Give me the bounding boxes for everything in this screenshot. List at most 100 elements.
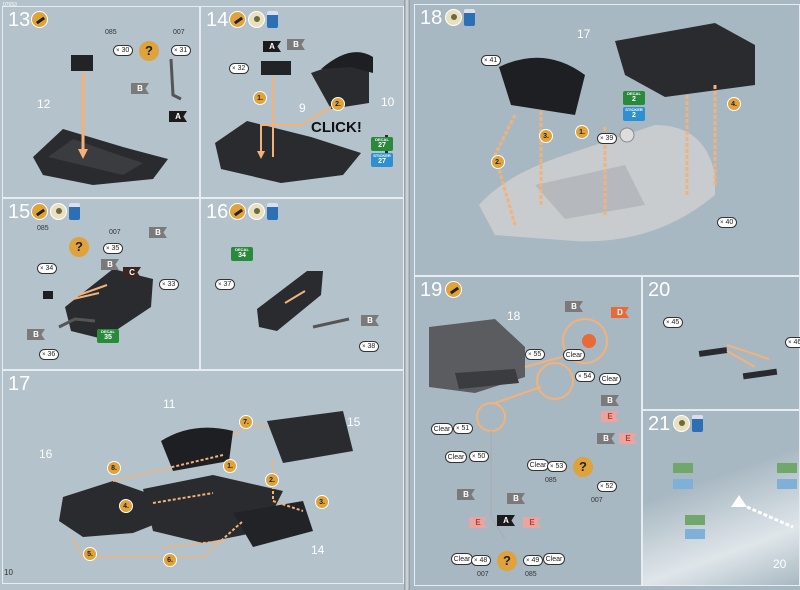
paint-jar-icon <box>692 415 703 432</box>
step-15-drawing <box>43 269 153 339</box>
color-flag-e-2: E <box>619 433 637 444</box>
paint-icon <box>248 11 265 28</box>
ref-007: 007 <box>591 497 603 504</box>
ref-085: 085 <box>37 225 49 232</box>
color-flag-b: B <box>565 301 583 312</box>
color-flag-c: C <box>123 267 141 278</box>
order-badge-2: 2. <box>265 473 279 487</box>
clear-marker-6: Clear <box>451 553 473 565</box>
order-badge-7: 7. <box>239 415 253 429</box>
paint-icon <box>445 9 462 26</box>
step-20-panel: 20 ×45 ×46 <box>642 276 800 410</box>
ref-007: 007 <box>109 229 121 236</box>
step-13-number: 13 <box>8 9 31 31</box>
ref-085: 085 <box>545 477 557 484</box>
part-label-17: 17 <box>577 27 591 41</box>
color-flag-e-3: E <box>469 517 487 528</box>
part-tag-30: ×30 <box>113 45 134 56</box>
part-label-11: 11 <box>163 397 176 411</box>
color-flag-b-5: B <box>507 493 525 504</box>
step-17-number: 17 <box>8 373 31 395</box>
step-20-drawing <box>698 344 778 380</box>
ref-007-bottom: 007 <box>477 571 489 578</box>
color-flag-b-3: B <box>27 329 45 340</box>
order-badge-6: 6. <box>163 553 177 567</box>
clear-marker-3: Clear <box>431 423 453 435</box>
ref-085-bottom: 085 <box>525 571 537 578</box>
part-tag-45: ×45 <box>663 317 684 328</box>
color-flag-a: A <box>169 111 187 122</box>
part-label-16: 16 <box>39 447 53 461</box>
page-number: 10 <box>4 568 13 577</box>
step-19-drawing <box>429 318 608 540</box>
part-label-14: 14 <box>311 543 325 557</box>
order-badge-4: 4. <box>727 97 741 111</box>
paint-jar-icon <box>464 9 475 26</box>
paint-icon <box>248 203 265 220</box>
clear-marker-5: Clear <box>527 459 549 471</box>
paint-jar-icon <box>267 11 278 28</box>
part-tag-49: ×49 <box>523 555 544 566</box>
part-label-20: 20 <box>773 557 787 571</box>
step-14-drawing <box>215 52 388 183</box>
step-21-panel: 21 20 <box>642 410 800 586</box>
part-tag-54: ×54 <box>575 371 596 382</box>
step-14-number: 14 <box>206 9 229 31</box>
part-tag-48: ×48 <box>471 555 492 566</box>
step-16-number: 16 <box>206 201 229 223</box>
part-tag-55: ×55 <box>525 349 546 360</box>
step-18-number: 18 <box>420 7 443 29</box>
cement-icon <box>229 203 246 220</box>
paint-jar-icon <box>69 203 80 220</box>
part-label-10: 10 <box>381 95 395 109</box>
color-flag-b-2: B <box>601 395 619 406</box>
order-badge-4: 4. <box>119 499 133 513</box>
color-flag-b-4: B <box>457 489 475 500</box>
left-page: 07653 13 085 007 ×30 ? ×31 B A 12 14 <box>0 0 404 590</box>
color-flag-b: B <box>287 39 305 50</box>
order-badge-8: 8. <box>107 461 121 475</box>
order-badge-1: 1. <box>223 459 237 473</box>
step-17-panel: 17 11 15 16 14 7. 8. 1. 2. 3. 4. 5. 6. <box>2 370 404 584</box>
color-flag-b-3: B <box>597 433 615 444</box>
color-mix-badge: ? <box>139 41 159 61</box>
part-tag-33: ×33 <box>159 279 180 290</box>
color-flag-b: B <box>131 83 149 94</box>
part-tag-36: ×36 <box>39 349 60 360</box>
color-mix-badge-2: ? <box>497 551 517 571</box>
part-tag-32: ×32 <box>229 63 250 74</box>
color-flag-d: D <box>611 307 629 318</box>
step-18-drawing <box>479 23 755 242</box>
part-tag-40: ×40 <box>717 217 738 228</box>
clear-marker: Clear <box>563 349 585 361</box>
color-flag-b: B <box>361 315 379 326</box>
color-flag-b-2: B <box>101 259 119 270</box>
step-19-panel: 19 18 B D ×55 Clear ×54 Clear B E Clear … <box>414 276 642 586</box>
part-tag-38: ×38 <box>359 341 380 352</box>
clear-marker-4: Clear <box>445 451 467 463</box>
cement-icon <box>31 203 48 220</box>
color-mix-badge: ? <box>69 237 89 257</box>
color-mix-badge: ? <box>573 457 593 477</box>
ref-007: 007 <box>173 29 185 36</box>
clear-marker-2: Clear <box>599 373 621 385</box>
order-badge-3: 3. <box>539 129 553 143</box>
color-flag-a: A <box>263 41 281 52</box>
part-tag-46: ×46 <box>785 337 800 348</box>
color-flag-b: B <box>149 227 167 238</box>
color-flag-e: E <box>601 411 619 422</box>
part-tag-50: ×50 <box>469 451 490 462</box>
part-tag-37: ×37 <box>215 279 236 290</box>
part-tag-53: ×53 <box>547 461 568 472</box>
